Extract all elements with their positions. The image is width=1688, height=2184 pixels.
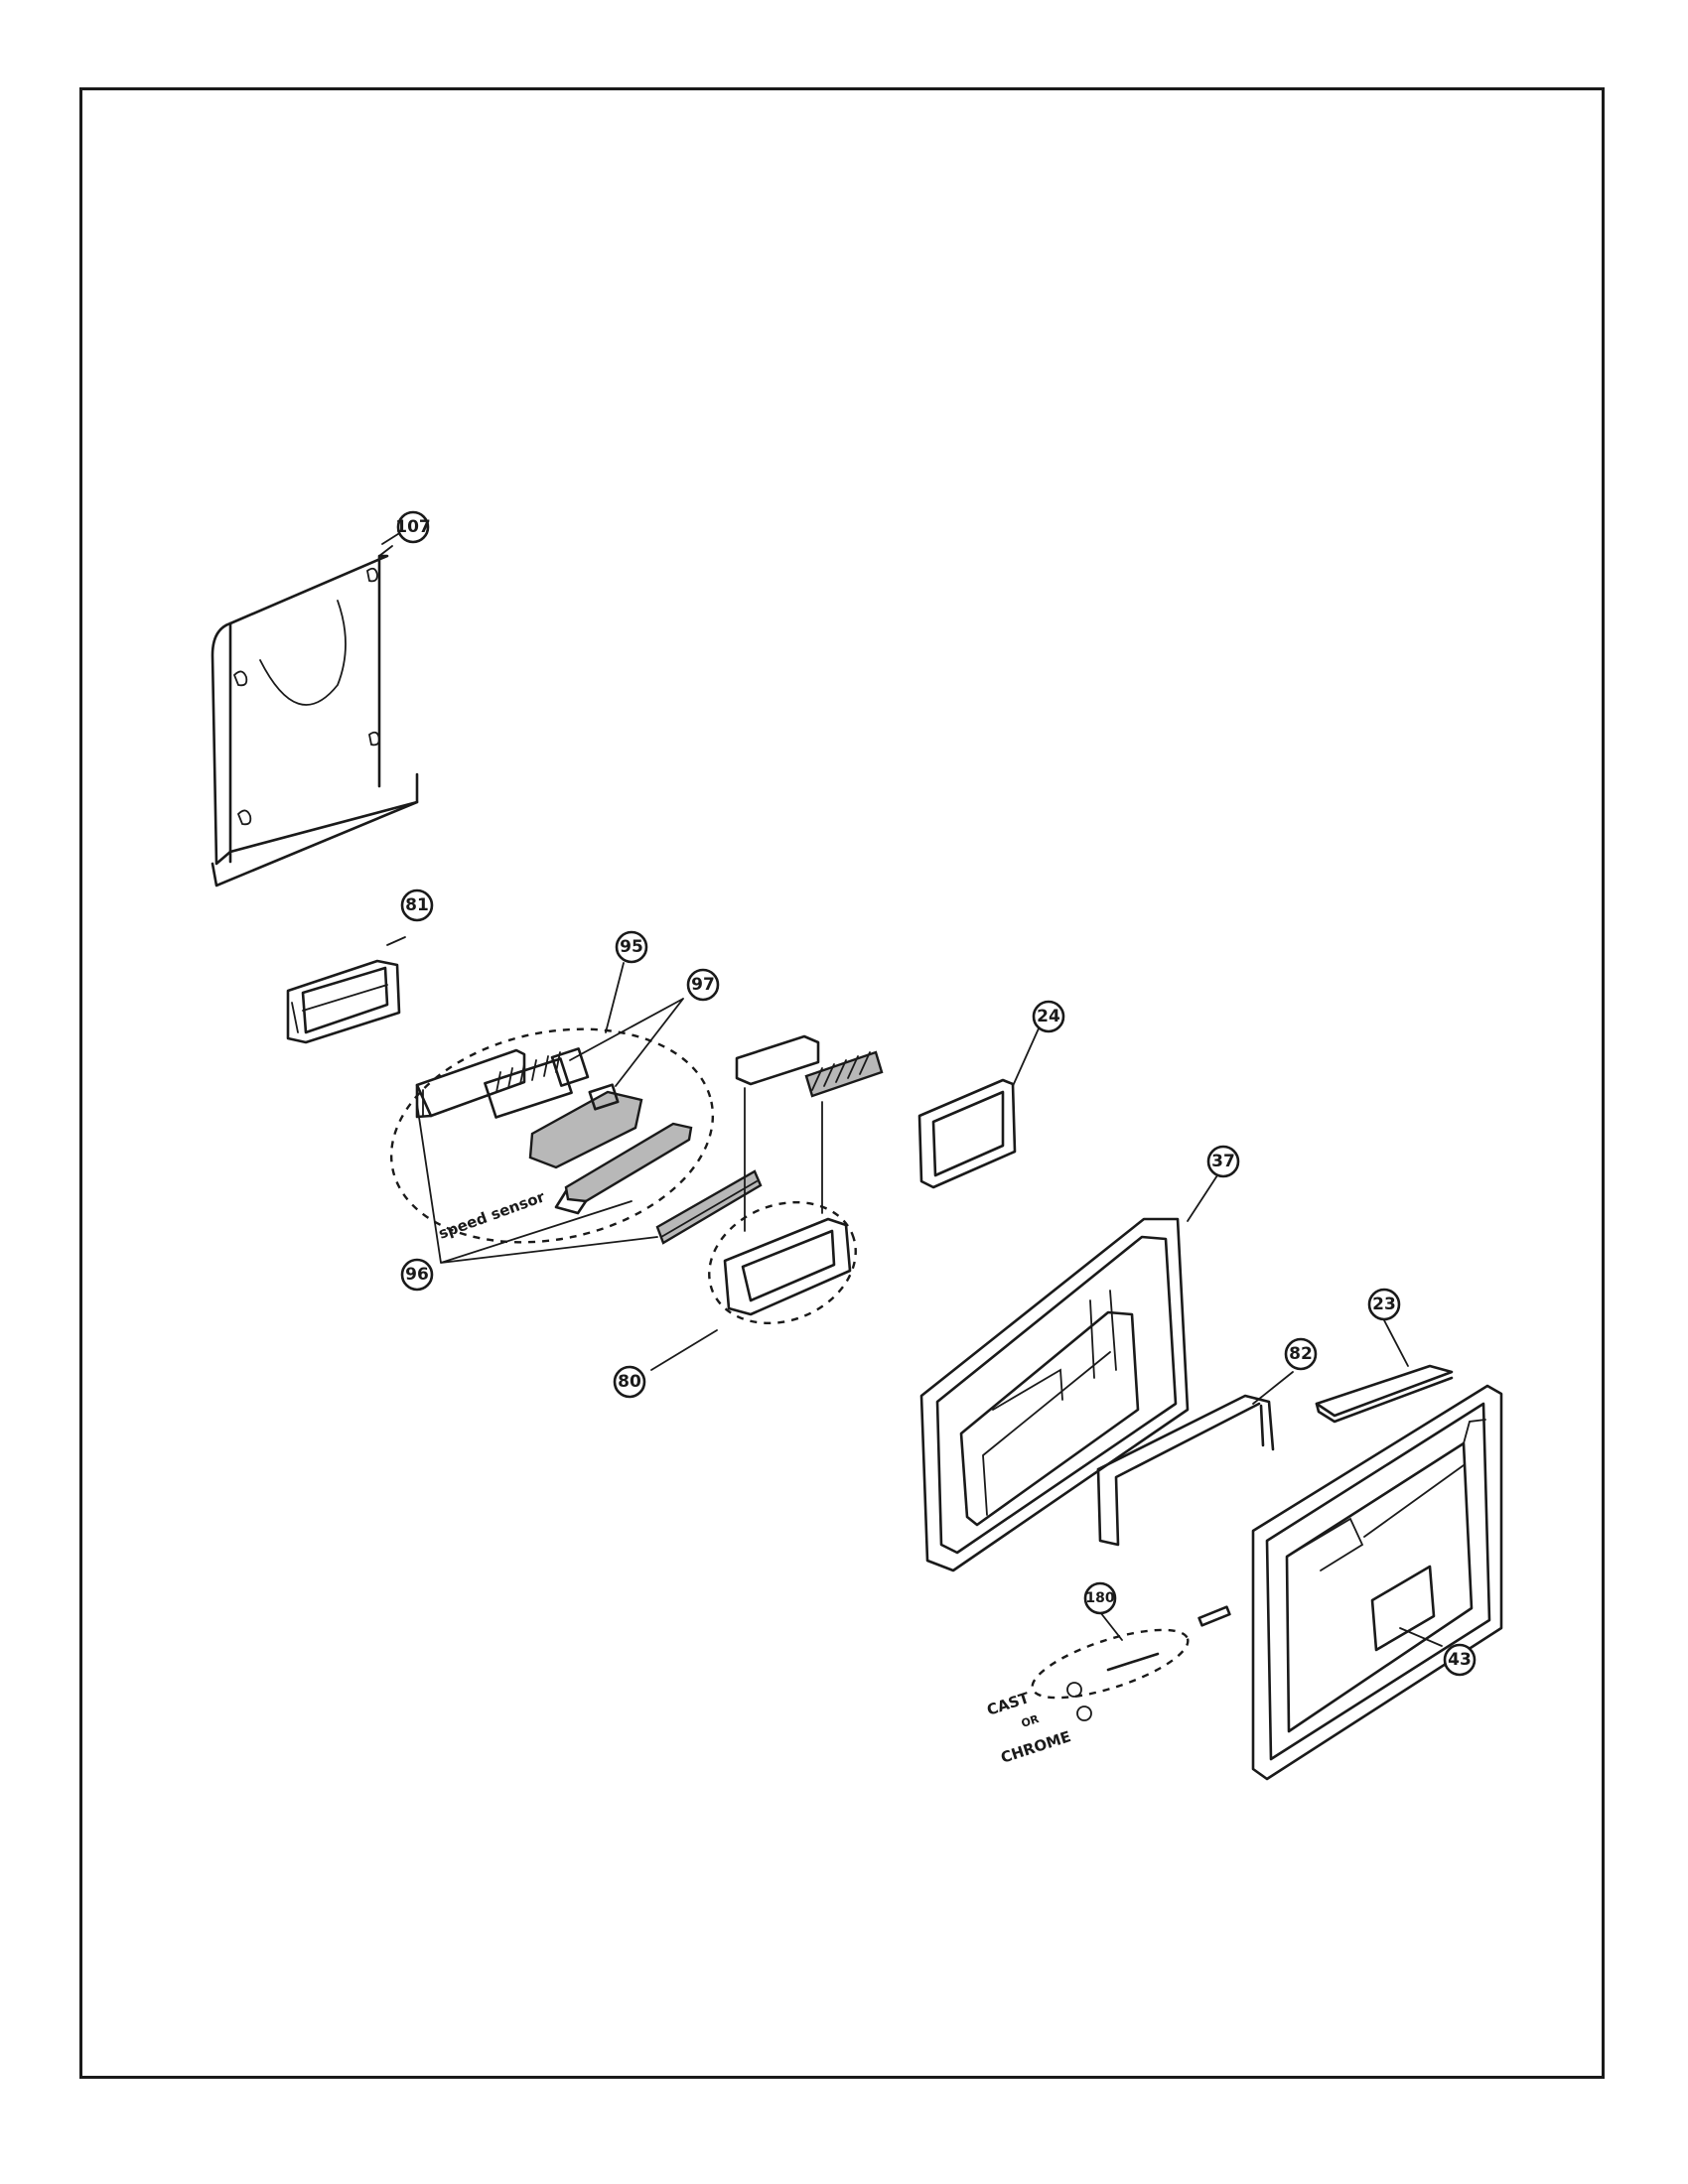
callout-107: 107	[395, 510, 431, 544]
part-82-channel	[1096, 1394, 1275, 1547]
svg-text:24: 24	[1037, 1007, 1060, 1026]
callout-180: 180	[1083, 1581, 1117, 1615]
callout-37: 37	[1206, 1145, 1240, 1178]
part-95-group	[389, 1027, 715, 1244]
svg-text:107: 107	[395, 517, 431, 537]
part-center-plates	[655, 1034, 884, 1245]
part-180-group	[1031, 1605, 1231, 1721]
part-23-strip	[1315, 1364, 1454, 1424]
part-24-frame	[917, 1078, 1017, 1189]
part-43-cabinet	[1251, 1384, 1503, 1781]
or-note: OR	[1020, 1712, 1041, 1730]
drawing-frame	[79, 87, 1605, 2079]
cast-note: CAST	[985, 1689, 1033, 1719]
callout-82: 82	[1284, 1337, 1318, 1371]
callout-23: 23	[1367, 1288, 1401, 1321]
callout-97: 97	[686, 968, 720, 1002]
svg-text:97: 97	[691, 975, 715, 995]
part-37-bezel	[919, 1217, 1190, 1572]
callout-43: 43	[1443, 1643, 1477, 1677]
callout-95: 95	[615, 930, 648, 964]
callout-80: 80	[613, 1365, 646, 1399]
callout-24: 24	[1032, 1000, 1065, 1033]
svg-text:81: 81	[405, 895, 429, 915]
part-81-bracket	[286, 959, 401, 1044]
svg-text:80: 80	[618, 1372, 641, 1392]
svg-text:95: 95	[620, 937, 643, 957]
callout-96: 96	[400, 1258, 434, 1292]
chrome-note: CHROME	[999, 1727, 1073, 1767]
part-107-back-panel	[211, 545, 419, 887]
svg-text:96: 96	[405, 1265, 429, 1285]
svg-text:23: 23	[1372, 1295, 1396, 1314]
callout-81: 81	[400, 888, 434, 922]
svg-text:82: 82	[1289, 1344, 1313, 1364]
svg-text:37: 37	[1211, 1152, 1235, 1171]
part-80-group	[708, 1200, 857, 1325]
svg-text:180: 180	[1085, 1590, 1114, 1606]
svg-text:43: 43	[1448, 1650, 1472, 1670]
leader-lines	[381, 531, 1443, 1647]
